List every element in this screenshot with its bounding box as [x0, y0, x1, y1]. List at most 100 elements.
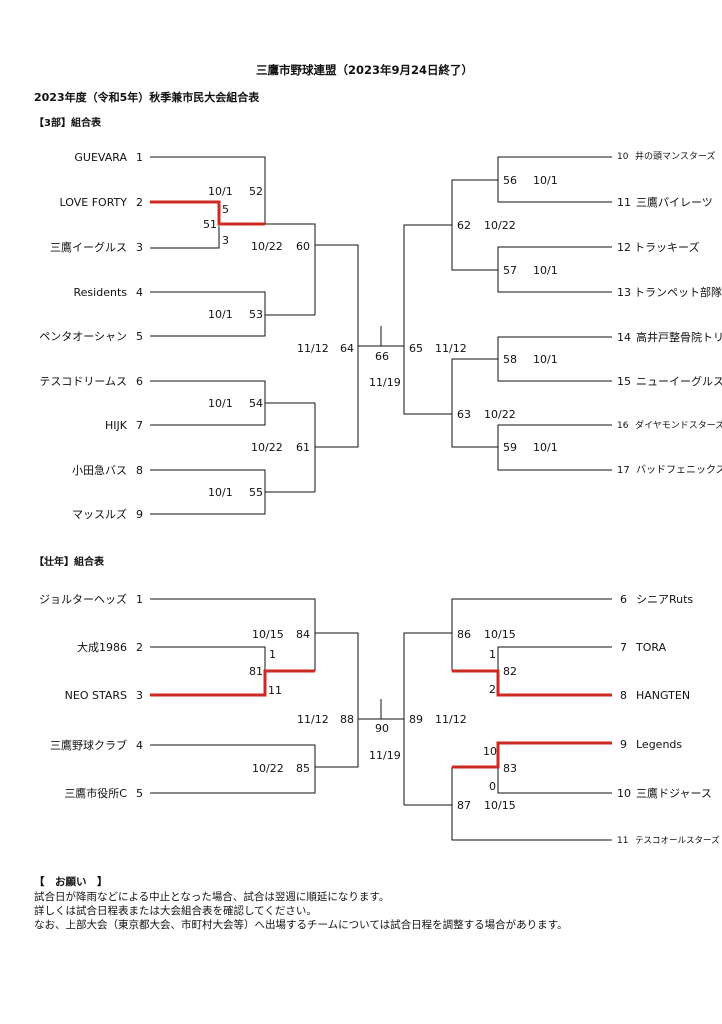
team-num: 1 [136, 151, 143, 164]
game-score: 2 [489, 683, 496, 696]
team-num: 12 [617, 241, 631, 254]
game-date: 10/1 [533, 353, 558, 366]
game-date: 10/1 [533, 264, 558, 277]
team-name: 三鷹野球クラブ [50, 739, 127, 752]
team-num: 8 [136, 464, 143, 477]
team-num: 3 [136, 241, 143, 254]
game-date-final: 11/19 [369, 376, 401, 389]
team-name: トラッキーズ [634, 241, 700, 254]
game-date: 10/1 [208, 185, 233, 198]
game-number: 60 [296, 240, 310, 253]
team-num: 5 [136, 787, 143, 800]
team-num: 14 [617, 331, 631, 344]
team-num: 9 [136, 508, 143, 521]
game-number: 58 [503, 353, 517, 366]
game-number: 86 [457, 628, 471, 641]
game-score: 0 [489, 780, 496, 793]
game-score: 3 [222, 234, 229, 247]
team-name: HIJK [105, 419, 127, 432]
game-number: 63 [457, 408, 471, 421]
game-number: 82 [503, 665, 517, 678]
game-number: 81 [249, 665, 263, 678]
team-num: 10 [617, 787, 631, 800]
game-number: 52 [249, 185, 263, 198]
game-date: 10/22 [251, 441, 283, 454]
game-number-final: 90 [375, 722, 389, 735]
game-number-final: 66 [375, 350, 389, 363]
team-name: ジョルターヘッズ [39, 593, 127, 606]
team-num: 16 [617, 421, 629, 431]
game-number: 88 [340, 713, 354, 726]
team-num: 6 [620, 593, 627, 606]
bracket-s2-left [150, 598, 404, 794]
game-number: 55 [249, 486, 263, 499]
team-name: ペンタオーシャン [39, 330, 127, 343]
team-num: 3 [136, 689, 143, 702]
team-num: 11 [617, 836, 629, 846]
game-score: 5 [222, 203, 229, 216]
game-date: 11/12 [297, 713, 329, 726]
team-name: 三鷹イーグルス [50, 241, 127, 254]
team-num: 6 [136, 375, 143, 388]
game-date: 10/22 [484, 219, 516, 232]
section-title-3bu: 【3部】組合表 [34, 118, 101, 129]
team-name: シニアRuts [636, 593, 694, 606]
team-num: 10 [617, 152, 629, 162]
team-num: 4 [136, 286, 143, 299]
section-title-sonen: 【壮年】組合表 [34, 557, 104, 568]
game-date-final: 11/19 [369, 749, 401, 762]
game-date: 10/1 [533, 174, 558, 187]
team-num: 7 [136, 419, 143, 432]
game-date: 11/12 [435, 342, 467, 355]
team-name: NEO STARS [64, 689, 127, 702]
game-number: 89 [409, 713, 423, 726]
game-number: 62 [457, 219, 471, 232]
team-num: 13 [617, 286, 631, 299]
team-num: 2 [136, 641, 143, 654]
team-name: GUEVARA [74, 151, 127, 164]
game-date: 10/1 [533, 441, 558, 454]
game-date: 10/22 [252, 762, 284, 775]
team-name: 三鷹ドジャース [636, 787, 712, 800]
team-name: LOVE FORTY [59, 196, 127, 209]
game-score: 1 [489, 648, 496, 661]
team-name: テスコドリームス [39, 375, 127, 388]
bracket-s2-right [403, 598, 612, 841]
game-number: 61 [296, 441, 310, 454]
notes-heading: 【 お願い 】 [34, 876, 108, 888]
game-number: 56 [503, 174, 517, 187]
page-title: 三鷹市野球連盟（2023年9月24日終了） [256, 63, 474, 77]
game-number: 51 [203, 218, 217, 231]
team-name: TORA [636, 641, 667, 654]
team-num: 8 [620, 689, 627, 702]
game-number: 83 [503, 762, 517, 775]
game-score: 10 [483, 745, 497, 758]
team-name: 井の頭マンスターズ [635, 152, 716, 162]
team-num: 17 [617, 465, 630, 476]
team-num: 4 [136, 739, 143, 752]
game-date: 10/1 [208, 308, 233, 321]
game-date: 10/1 [208, 486, 233, 499]
team-num: 5 [136, 330, 143, 343]
team-name: Residents [73, 286, 127, 299]
team-name: 高井戸整骨院トリ [636, 331, 722, 344]
team-name: 小田急バス [72, 464, 127, 477]
notes-line: なお、上部大会（東京都大会、市町村大会等）へ出場するチームについては試合日程を調… [34, 919, 568, 931]
bracket-s1-right [403, 156, 612, 471]
game-date: 10/15 [484, 799, 516, 812]
game-score: 11 [268, 684, 282, 697]
notes-line: 詳しくは試合日程表または大会組合表を確認してください。 [34, 905, 317, 917]
team-name: 三鷹パイレーツ [636, 196, 713, 209]
game-score: 1 [269, 648, 276, 661]
game-number: 59 [503, 441, 517, 454]
game-number: 57 [503, 264, 517, 277]
team-name: バッドフェニックス [636, 465, 722, 476]
game-date: 10/22 [484, 408, 516, 421]
team-num: 2 [136, 196, 143, 209]
team-name: HANGTEN [636, 689, 691, 702]
game-date: 10/22 [251, 240, 283, 253]
game-number: 64 [340, 342, 354, 355]
team-num: 1 [136, 593, 143, 606]
game-number: 84 [296, 628, 310, 641]
